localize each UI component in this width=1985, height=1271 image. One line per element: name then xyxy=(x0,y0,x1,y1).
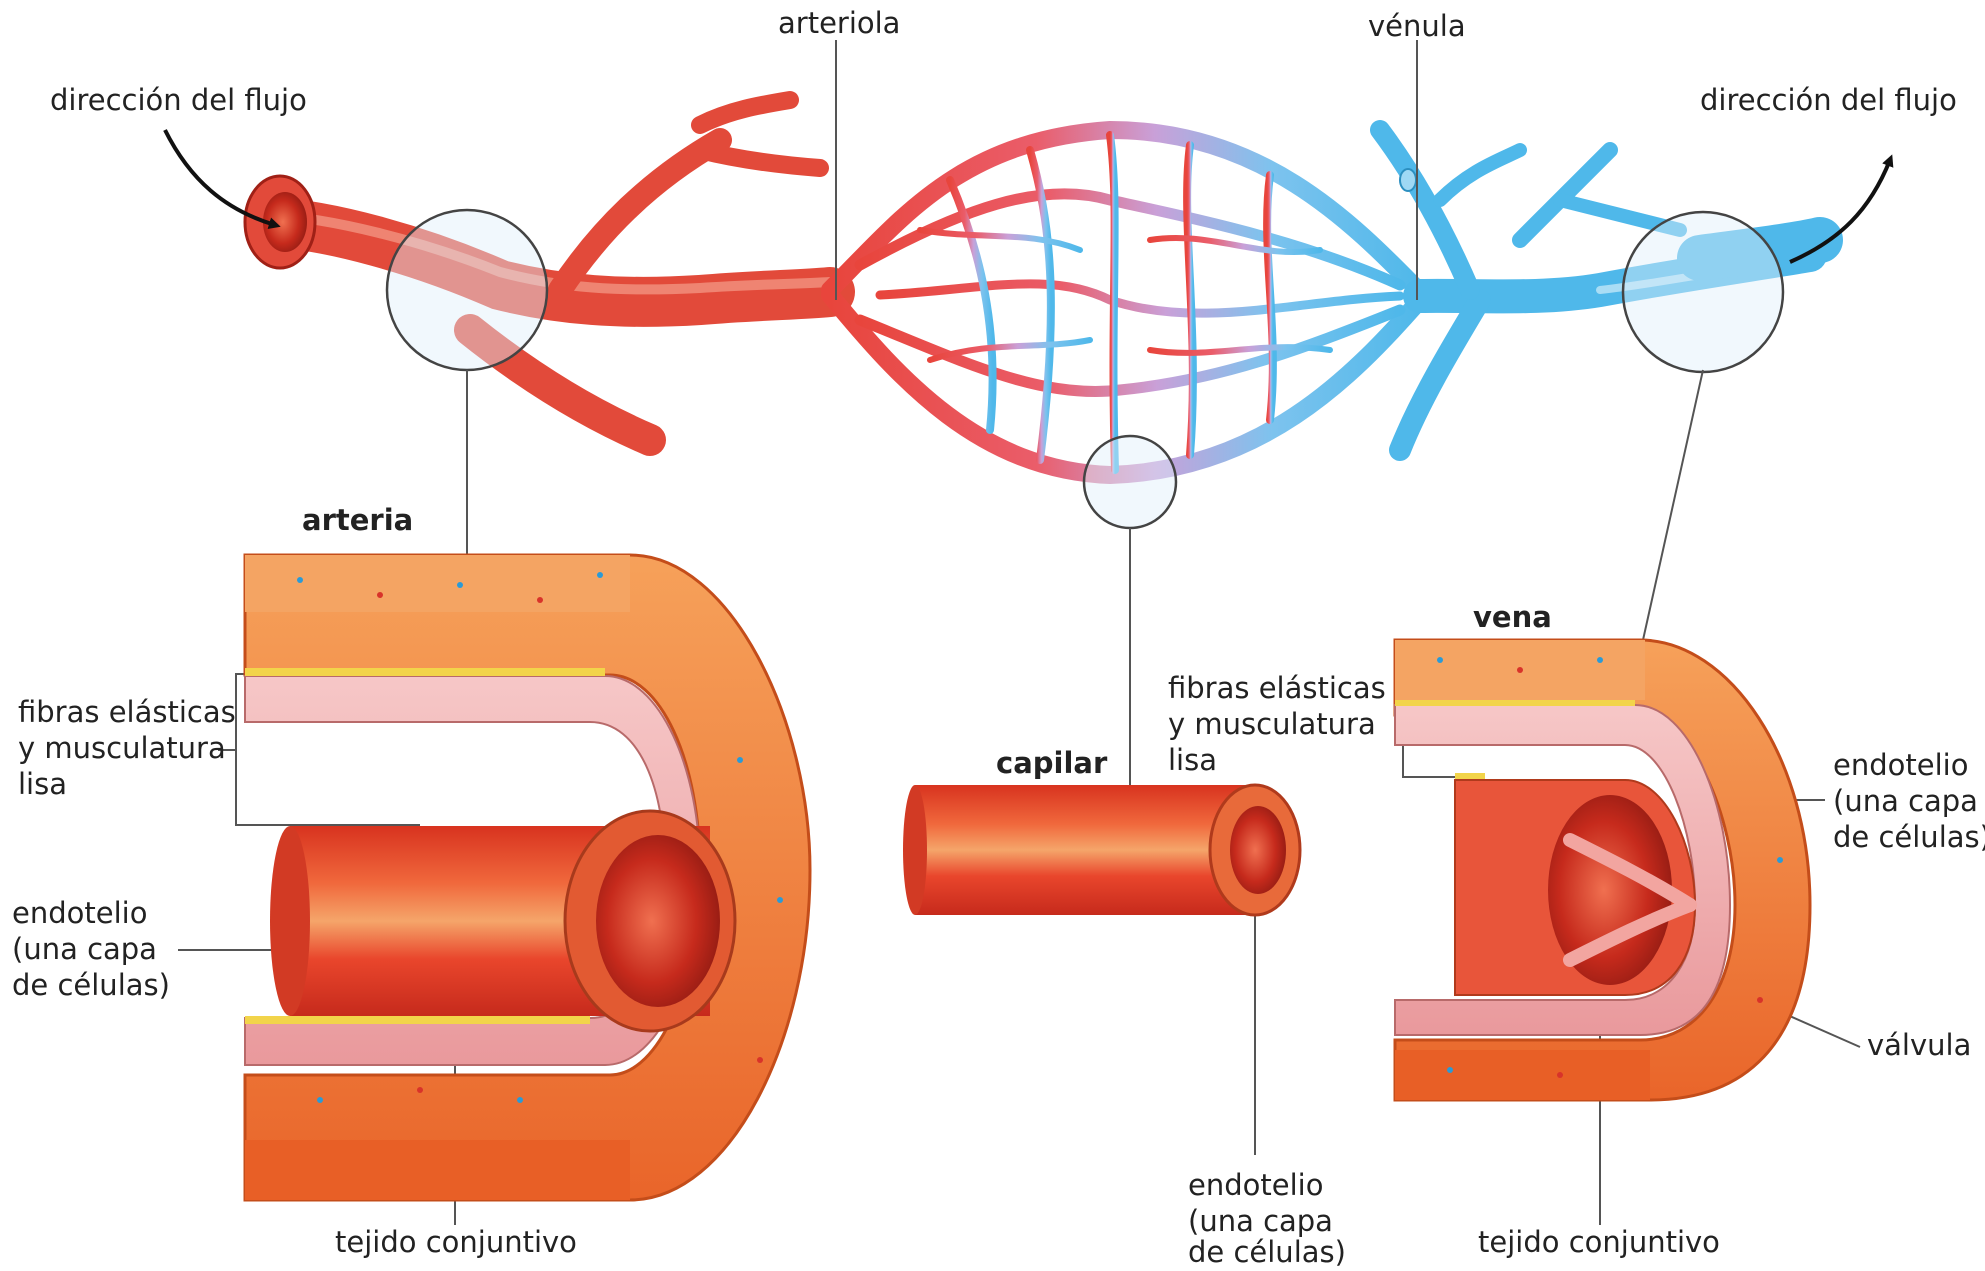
vein-lens xyxy=(1623,212,1783,372)
capillary-endo-line2: (una capa xyxy=(1188,1204,1333,1238)
artery-endo-line1: endotelio xyxy=(12,896,147,930)
vein-section xyxy=(1395,640,1810,1100)
capillary-elastic-line1: fibras elásticas xyxy=(1168,671,1386,705)
vessel-network xyxy=(165,100,1890,528)
artery-title: arteria xyxy=(302,503,413,537)
vein-endo-line2: (una capa xyxy=(1833,784,1978,818)
capillary-elastic-line3: lisa xyxy=(1168,743,1217,777)
artery-endo-line2: (una capa xyxy=(12,932,157,966)
capillary-lens xyxy=(1084,436,1176,528)
vein-endo-line3: de células) xyxy=(1833,820,1985,854)
artery-lens xyxy=(387,210,547,370)
flow-in-label: dirección del flujo xyxy=(50,83,307,117)
vein-connective-label: tejido conjuntivo xyxy=(1478,1225,1720,1259)
vein-endo-line1: endotelio xyxy=(1833,748,1968,782)
capillary-title: capilar xyxy=(996,746,1108,780)
artery-section xyxy=(245,555,810,1200)
capillary-section xyxy=(903,785,1300,915)
artery-elastic-line3: lisa xyxy=(18,767,67,801)
vein-title: vena xyxy=(1473,600,1552,634)
artery-elastic-line2: y musculatura xyxy=(18,731,226,765)
valve-label: válvula xyxy=(1867,1028,1971,1062)
artery-connective-label: tejido conjuntivo xyxy=(335,1225,577,1259)
arteriole-label: arteriola xyxy=(778,6,900,40)
capillary-endo-line3: de células) xyxy=(1188,1235,1346,1266)
artery-elastic-line1: fibras elásticas xyxy=(18,695,236,729)
capillary-bed xyxy=(830,130,1420,475)
artery-endo-line3: de células) xyxy=(12,968,170,1002)
capillary-endo-line1: endotelio xyxy=(1188,1168,1323,1202)
flow-out-label: dirección del flujo xyxy=(1700,83,1957,117)
capillary-elastic-line2: y musculatura xyxy=(1168,707,1376,741)
venule-label: vénula xyxy=(1368,9,1466,43)
